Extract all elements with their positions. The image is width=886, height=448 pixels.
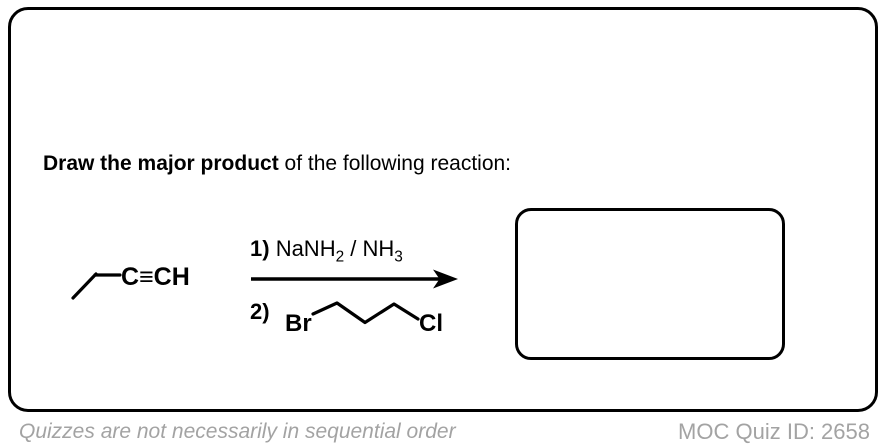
step1-number: 1) — [250, 236, 276, 261]
step1-reagent-main: NaNH — [275, 236, 336, 261]
question-prompt: Draw the major product of the following … — [43, 152, 511, 175]
quiz-id: MOC Quiz ID: 2658 — [678, 419, 870, 444]
step1-reagent-mid: / NH — [344, 236, 395, 261]
step2-number: 2) — [250, 299, 270, 324]
atom-label-br: Br — [285, 310, 312, 337]
substrate-label: C≡CH — [121, 263, 190, 291]
step1-subscript: 2 — [335, 248, 345, 266]
step1-reagents: 1) NaNH2 / NH3 — [250, 236, 403, 264]
answer-box[interactable] — [515, 208, 785, 360]
prompt-regular-text: of the following reaction: — [278, 152, 512, 175]
footer-note: Quizzes are not necessarily in sequentia… — [19, 420, 456, 443]
step1-subscript: 3 — [394, 248, 403, 266]
atom-label-cl: Cl — [419, 310, 443, 337]
prompt-bold-text: Draw the major product — [43, 152, 279, 175]
